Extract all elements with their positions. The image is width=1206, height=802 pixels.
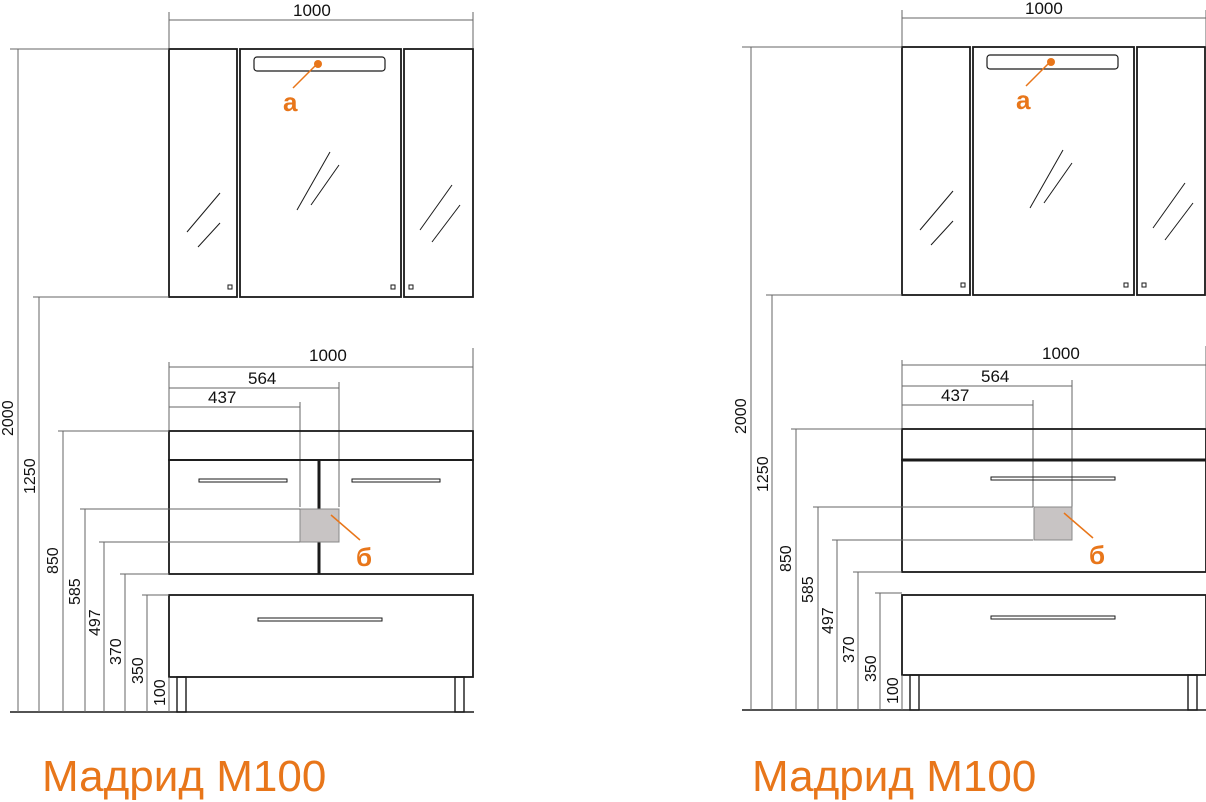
- marker-a-label: а: [1016, 85, 1031, 115]
- height-350-label: 350: [863, 655, 880, 682]
- height-2000-label: 2000: [0, 400, 17, 436]
- mirror-reflection-marks: [919, 149, 1194, 246]
- height-370-label: 370: [108, 638, 125, 665]
- dim-top-width-label: 1000: [293, 1, 331, 20]
- dim-top-width: [168, 12, 474, 48]
- marker-b: б: [1063, 512, 1105, 570]
- dim-top-width: [901, 10, 1206, 46]
- height-100-label: 100: [152, 679, 169, 706]
- dim-vanity-widths: [168, 348, 474, 507]
- marker-a: а: [1016, 58, 1055, 115]
- dim-564-label: 564: [981, 367, 1009, 386]
- lower-cabinet: [901, 594, 1206, 711]
- height-850-label: 850: [778, 545, 795, 572]
- dim-437-label: 437: [941, 386, 969, 405]
- dim-top-width-label: 1000: [1025, 0, 1063, 18]
- height-1250-label: 1250: [755, 456, 772, 492]
- marker-b: б: [330, 514, 372, 572]
- height-dim-lines: [742, 46, 1033, 710]
- height-350-label: 350: [130, 657, 147, 684]
- marker-a: а: [283, 60, 322, 117]
- height-497-label: 497: [820, 607, 837, 634]
- dim-564-label: 564: [248, 369, 276, 388]
- vanity-unit: [901, 428, 1206, 573]
- vanity-unit: [168, 430, 474, 575]
- marker-b-label: б: [356, 542, 372, 572]
- model-caption-left: Мадрид М100: [42, 752, 327, 801]
- height-585-label: 585: [67, 578, 84, 605]
- height-1250-label: 1250: [22, 458, 39, 494]
- height-497-label: 497: [87, 609, 104, 636]
- dim-mid-width-label: 1000: [1042, 344, 1080, 363]
- lower-cabinet: [168, 594, 474, 713]
- height-850-label: 850: [45, 547, 62, 574]
- height-370-label: 370: [841, 636, 858, 663]
- height-585-label: 585: [800, 576, 817, 603]
- marker-a-label: а: [283, 87, 298, 117]
- mirror-cabinet: [901, 46, 1206, 296]
- drawing-right: 1000 а: [733, 0, 1206, 711]
- height-100-label: 100: [885, 677, 902, 704]
- model-caption-right: Мадрид М100: [752, 752, 1037, 801]
- siphon-zone: [299, 508, 340, 543]
- marker-b-label: б: [1089, 540, 1105, 570]
- height-dim-lines: [10, 48, 300, 712]
- siphon-zone: [1033, 506, 1073, 541]
- height-2000-label: 2000: [733, 398, 750, 434]
- dim-vanity-widths: [901, 346, 1206, 507]
- dim-mid-width-label: 1000: [309, 346, 347, 365]
- drawing-left: 1000 а: [0, 1, 474, 713]
- mirror-reflection-marks: [186, 151, 461, 248]
- mirror-cabinet: [168, 48, 474, 298]
- dim-437-label: 437: [208, 388, 236, 407]
